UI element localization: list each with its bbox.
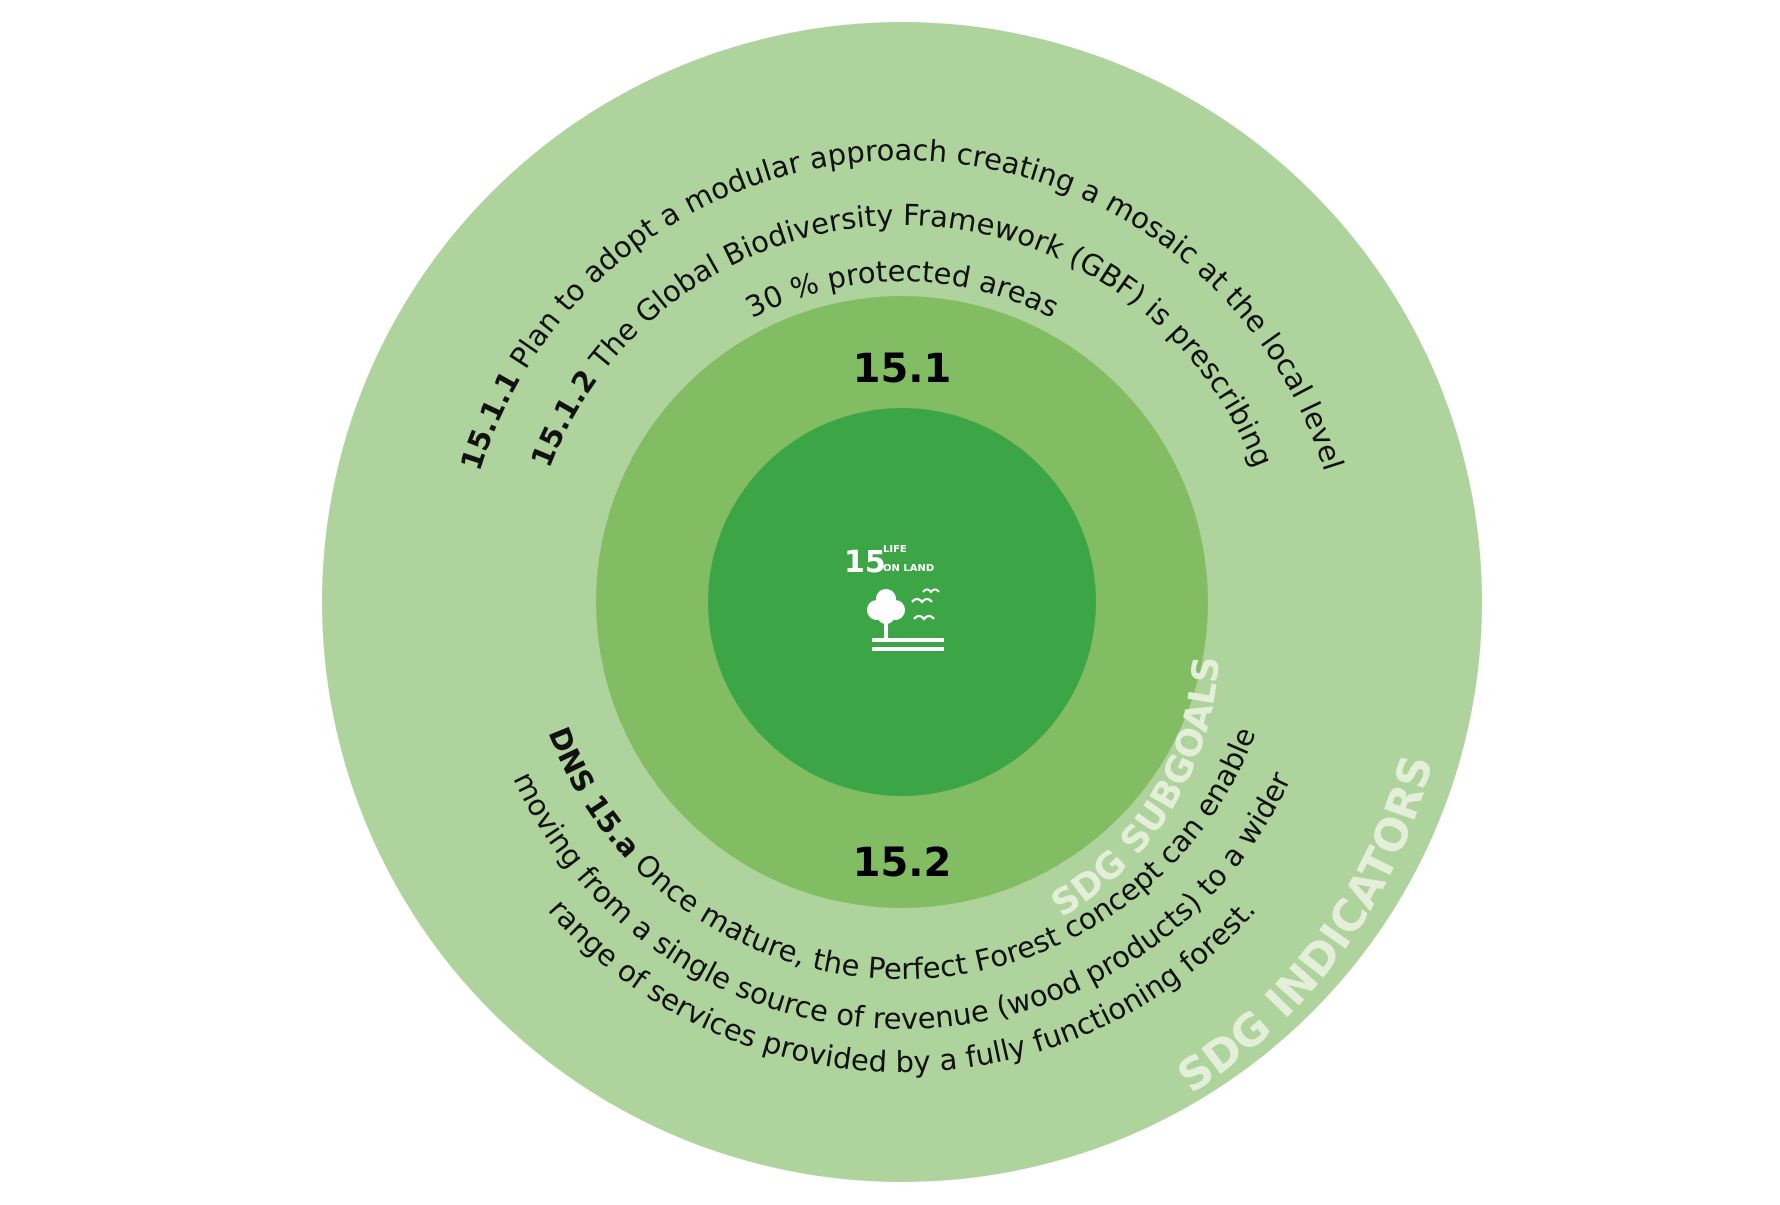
- inner-circle-goal: [708, 408, 1096, 796]
- subgoal-15-2: 15.2: [853, 840, 952, 886]
- goal-number: 15: [844, 545, 886, 580]
- tree-birds-icon: [867, 588, 944, 651]
- subgoal-15-1: 15.1: [853, 346, 952, 392]
- sdg15-life-on-land-icon: 15 LIFE ON LAND: [844, 544, 944, 651]
- goal-title-line2: ON LAND: [883, 563, 934, 574]
- goal-title-line1: LIFE: [883, 544, 907, 555]
